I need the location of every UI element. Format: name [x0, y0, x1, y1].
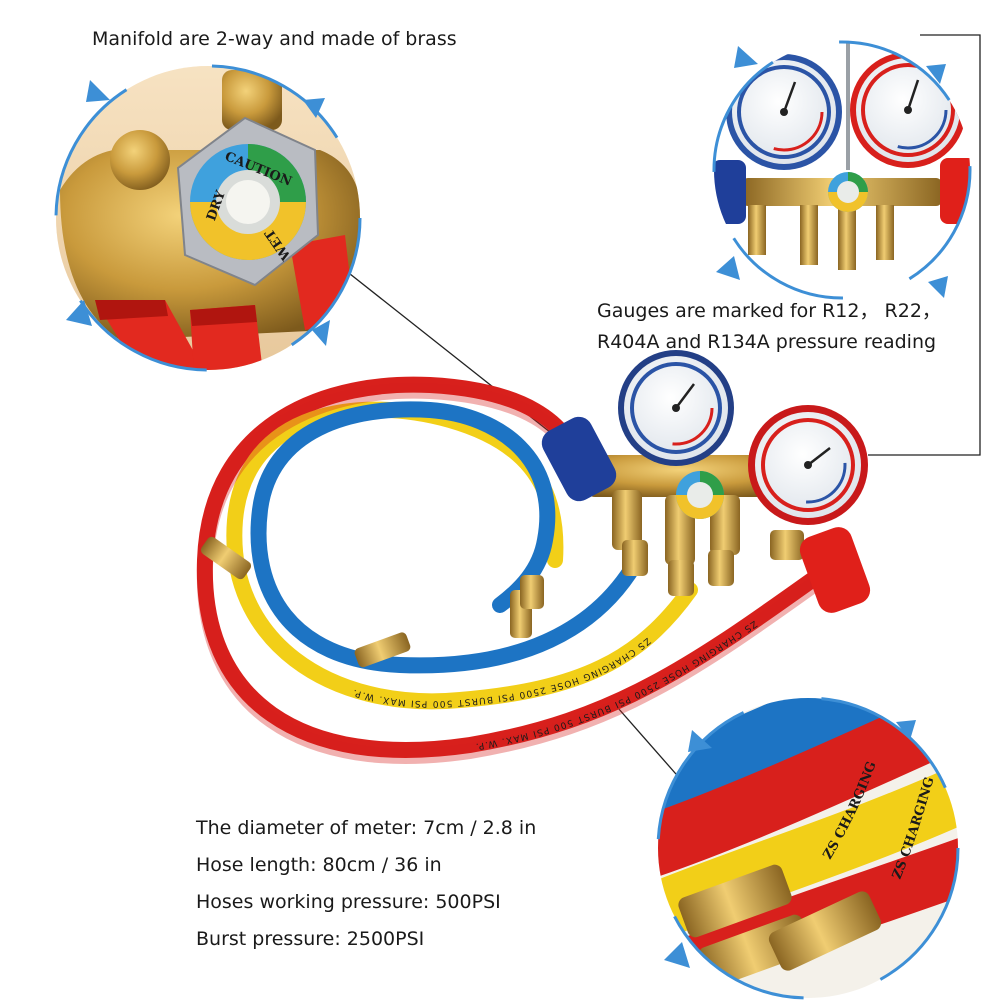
gauges-closeup-inset — [712, 40, 972, 300]
manifold-gauge-set: ZS CHARGING HOSE 2500 PSI BURST 500 PSI … — [199, 350, 871, 756]
spec-burst-pressure: Burst pressure: 2500PSI — [196, 928, 425, 950]
gauges-caption-line1: Gauges are marked for R12， R22， — [597, 300, 941, 322]
gauges-caption-line2: R404A and R134A pressure reading — [597, 331, 937, 353]
manifold-closeup-inset: CAUTION DRY WET — [54, 64, 362, 372]
manifold-caption: Manifold are 2-way and made of brass — [92, 28, 457, 50]
spec-working-pressure: Hoses working pressure: 500PSI — [196, 891, 501, 913]
arrow-marker-icon — [66, 80, 330, 346]
arrow-marker-icon — [664, 720, 916, 968]
spec-list: The diameter of meter: 7cm / 2.8 in Hose… — [196, 815, 536, 963]
arrow-marker-icon — [716, 46, 948, 298]
spec-hose-length: Hose length: 80cm / 36 in — [196, 854, 442, 876]
gauges-caption: Gauges are marked for R12， R22， R404A an… — [597, 296, 941, 358]
hose-closeup-inset: ZS CHARGING ZS CHARGING — [656, 696, 960, 1000]
spec-diameter: The diameter of meter: 7cm / 2.8 in — [196, 817, 537, 839]
